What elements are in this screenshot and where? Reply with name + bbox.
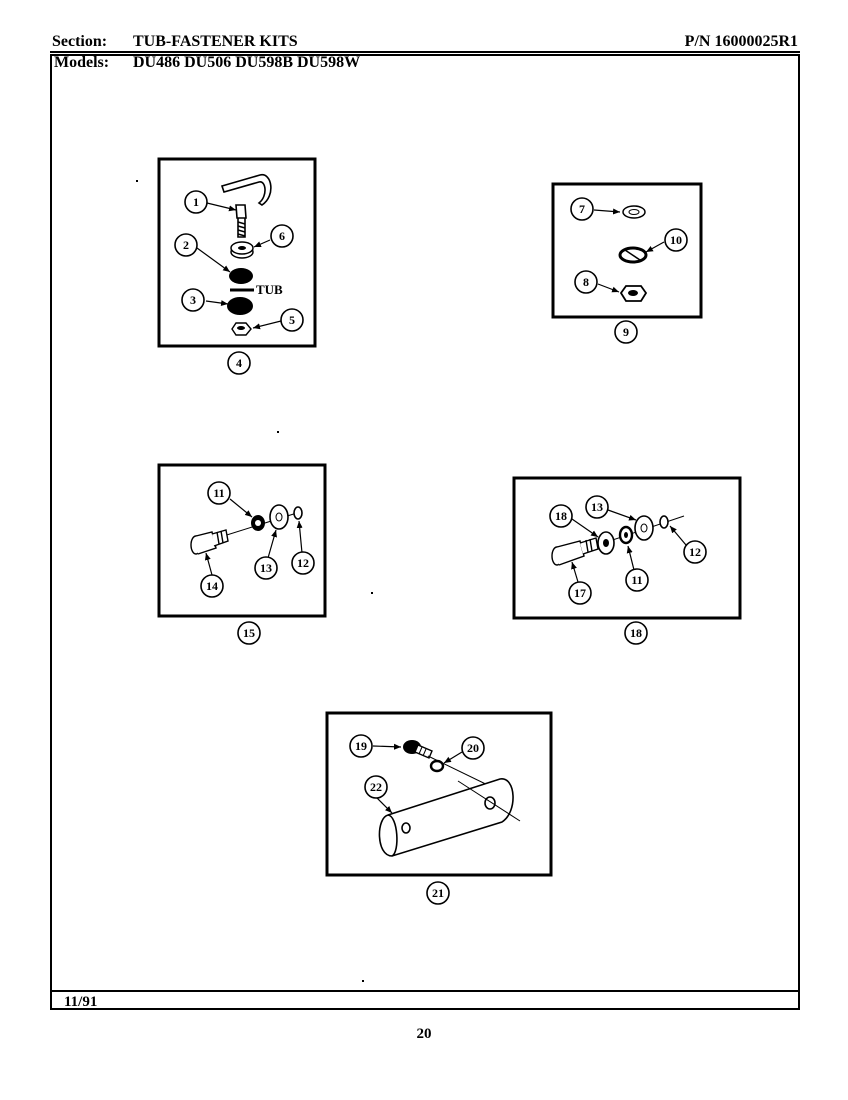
kit-18-number: 18	[624, 621, 648, 645]
svg-text:22: 22	[370, 780, 382, 794]
washer-part	[269, 504, 289, 530]
svg-text:11: 11	[213, 486, 224, 500]
scan-speck	[136, 180, 138, 182]
callout-10: 10	[664, 228, 688, 252]
svg-text:10: 10	[670, 233, 682, 247]
diagram-frame	[50, 54, 800, 1010]
svg-text:8: 8	[583, 275, 589, 289]
section-label: Section:	[52, 33, 108, 50]
revision-date: 11/91	[64, 994, 98, 1010]
svg-text:18: 18	[555, 509, 567, 523]
models-label: Models:	[54, 54, 110, 71]
svg-text:13: 13	[260, 561, 272, 575]
svg-text:15: 15	[243, 626, 255, 640]
callout-19: 19	[349, 734, 373, 758]
callout-6: 6	[270, 224, 294, 248]
shoulder-screw-part	[551, 537, 599, 566]
callout-1: 1	[184, 190, 208, 214]
callout-22: 22	[364, 775, 388, 799]
scan-speck	[371, 592, 373, 594]
scan-speck	[277, 431, 279, 433]
callout-11: 11	[207, 481, 231, 505]
svg-text:6: 6	[279, 229, 285, 243]
kit-21-number: 21	[426, 881, 450, 905]
models-list: DU486 DU506 DU598B DU598W	[133, 54, 361, 71]
callout-5: 5	[280, 308, 304, 332]
bolt-part	[403, 740, 433, 759]
svg-text:12: 12	[297, 556, 309, 570]
kit-9-box	[551, 182, 703, 319]
bracket-part	[378, 778, 514, 857]
kit-9-group: 7 8 10 9	[551, 182, 703, 344]
screw-part	[190, 529, 229, 555]
callout-14: 14	[200, 574, 224, 598]
callout-11: 11	[625, 568, 649, 592]
grommet-part	[227, 297, 253, 315]
svg-text:4: 4	[236, 356, 242, 370]
kit-21-box	[325, 711, 553, 877]
svg-text:1: 1	[193, 195, 199, 209]
hook-bolt-part	[220, 174, 272, 238]
svg-text:7: 7	[579, 202, 585, 216]
svg-text:19: 19	[355, 739, 367, 753]
kit-18-group: 11 12 13 17 18 18	[512, 476, 742, 645]
header-rule	[50, 51, 800, 53]
kit-21-group: 19 20 22 21	[325, 711, 553, 905]
callout-13: 13	[254, 556, 278, 580]
svg-text:9: 9	[623, 325, 629, 339]
washer-part	[634, 515, 654, 541]
svg-text:17: 17	[574, 586, 586, 600]
svg-text:2: 2	[183, 238, 189, 252]
ring-part	[659, 515, 669, 529]
svg-text:12: 12	[689, 545, 701, 559]
kit-18-box	[512, 476, 742, 620]
ring-part	[293, 506, 303, 520]
callout-20: 20	[461, 736, 485, 760]
ring-part	[429, 759, 445, 773]
svg-text:13: 13	[591, 500, 603, 514]
kit-15-number: 15	[237, 621, 261, 645]
svg-text:18: 18	[630, 626, 642, 640]
svg-text:5: 5	[289, 313, 295, 327]
callout-7: 7	[570, 197, 594, 221]
scan-speck	[362, 980, 364, 982]
svg-text:3: 3	[190, 293, 196, 307]
kit-4-number: 4	[227, 351, 251, 375]
kit-9-number: 9	[614, 320, 638, 344]
section-title: TUB-FASTENER KITS	[133, 33, 298, 50]
callout-13: 13	[585, 495, 609, 519]
svg-text:11: 11	[631, 573, 642, 587]
tub-label: TUB	[256, 282, 283, 297]
grommet-part	[229, 268, 253, 284]
callout-12: 12	[291, 551, 315, 575]
page-number: 20	[416, 1026, 432, 1042]
callout-3: 3	[181, 288, 205, 312]
footer-divider	[52, 990, 798, 992]
part-number: P/N 16000025R1	[684, 33, 798, 50]
kit-4-group: TUB 1 2 3 5 6 4	[157, 157, 317, 375]
svg-text:21: 21	[432, 886, 444, 900]
kit-15-group: 11 12 13 14 15	[157, 463, 327, 645]
svg-text:14: 14	[206, 579, 218, 593]
callout-12: 12	[683, 540, 707, 564]
callout-8: 8	[574, 270, 598, 294]
kit-15-box	[157, 463, 327, 618]
callout-18: 18	[549, 504, 573, 528]
kit-4-box	[157, 157, 317, 348]
svg-text:20: 20	[467, 741, 479, 755]
washer-part	[622, 205, 646, 219]
callout-17: 17	[568, 581, 592, 605]
callout-2: 2	[174, 233, 198, 257]
